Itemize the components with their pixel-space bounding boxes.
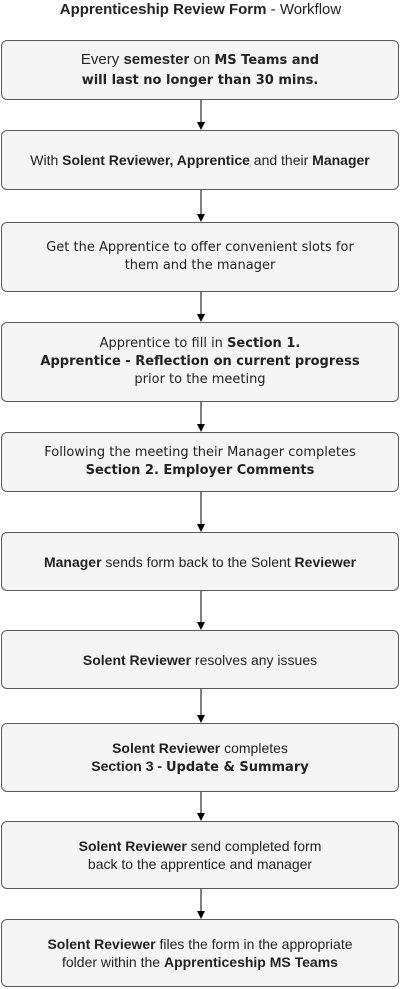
step-9-reviewer: Solent Reviewer [78, 838, 187, 854]
step-4-reflection: Apprentice - Reflection on current progr… [40, 354, 360, 369]
step-8-section: Section 3 [91, 757, 154, 774]
step-1-every: Every [80, 51, 124, 68]
step-2-with: With [30, 152, 63, 168]
step-3-line1: Get the Apprentice to offer convenient s… [46, 240, 354, 255]
step-1-on: on [189, 51, 215, 68]
step-10-box: Solent Reviewer files the form in the ap… [1, 919, 399, 987]
step-5-line1: Following the meeting their Manager comp… [44, 445, 356, 460]
step-4-box: Apprentice to fill in Section 1. Apprent… [1, 322, 399, 402]
diagram-title: Apprenticeship Review Form - Workflow [0, 0, 401, 20]
step-7-box: Solent Reviewer resolves any issues [1, 630, 399, 689]
step-9-back: back to the apprentice and manager [87, 856, 313, 872]
step-5-section: Section 2. Employer Comments [85, 463, 315, 478]
title-bold: Apprenticeship Review Form [59, 1, 267, 18]
step-8-dash: - [153, 757, 166, 774]
step-6-manager: Manager [43, 553, 102, 570]
step-1-semester: semester [123, 51, 190, 68]
step-10-files: files the form in the appropriate [155, 936, 353, 952]
step-2-manager: Manager [312, 152, 370, 168]
step-1-duration: will last no longer than 30 mins. [81, 73, 319, 88]
step-4-section: Section 1. [227, 336, 301, 351]
step-10-reviewer: Solent Reviewer [47, 936, 156, 952]
step-1-msteams: MS Teams and [214, 53, 320, 68]
step-4-fill: Apprentice to fill in [99, 336, 228, 351]
step-2-and: and their [249, 152, 313, 168]
step-5-box: Following the meeting their Manager comp… [1, 432, 399, 492]
step-4-prior: prior to the meeting [134, 372, 266, 387]
step-1-box: Every semester on MS Teams and will last… [1, 40, 399, 100]
step-3-box: Get the Apprentice to offer convenient s… [1, 222, 399, 292]
step-2-roles: Solent Reviewer, Apprentice [62, 152, 250, 168]
step-8-completes: completes [220, 739, 288, 756]
step-7-reviewer: Solent Reviewer [82, 651, 192, 668]
step-6-sends: sends form back to the Solent [101, 553, 295, 570]
title-rest: - Workflow [266, 1, 342, 18]
step-3-line2: them and the manager [124, 258, 276, 273]
step-2-box: With Solent Reviewer, Apprentice and the… [1, 130, 399, 190]
step-8-box: Solent Reviewer completes Section 3 - Up… [1, 723, 399, 792]
step-7-resolves: resolves any issues [191, 651, 318, 668]
step-6-reviewer: Reviewer [294, 553, 357, 570]
step-9-box: Solent Reviewer send completed form back… [1, 821, 399, 889]
step-10-folder: folder within the [62, 954, 164, 970]
step-8-update: Update & Summary [165, 759, 309, 775]
step-8-reviewer: Solent Reviewer [112, 739, 221, 756]
step-9-send: send completed form [186, 838, 322, 854]
step-10-msteams: Apprenticeship MS Teams [163, 954, 338, 970]
step-6-box: Manager sends form back to the Solent Re… [1, 532, 399, 591]
